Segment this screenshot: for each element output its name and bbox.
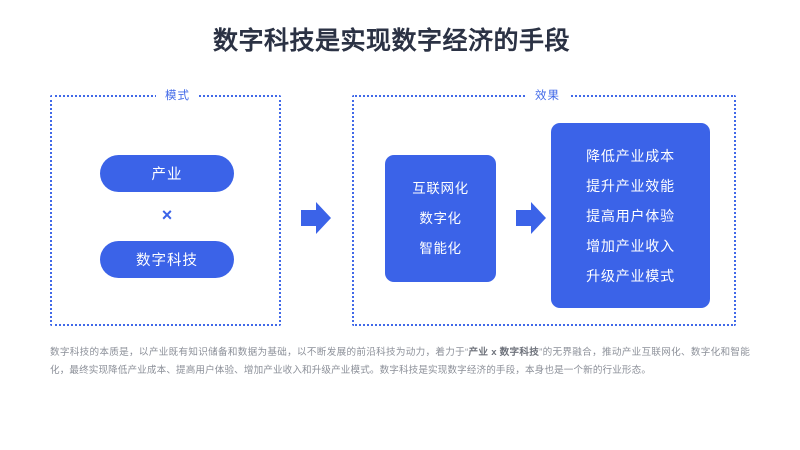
caption-emphasis: 产业 x 数字科技 (468, 347, 540, 358)
card-results-line: 增加产业收入 (586, 237, 675, 254)
card-results[interactable]: 降低产业成本 提升产业效能 提高用户体验 增加产业收入 升级产业模式 (551, 123, 710, 308)
caption-part-1: 数字科技的本质是，以产业既有知识储备和数据为基础，以不断发展的前沿科技为动力，着… (50, 347, 469, 358)
right-arrow-icon (297, 199, 335, 237)
card-results-line: 提升产业效能 (586, 177, 675, 194)
card-results-line: 提高用户体验 (586, 207, 675, 224)
group-label-mode: 模式 (156, 86, 199, 106)
right-arrow-icon (512, 199, 550, 237)
pill-industry-label: 产业 (151, 167, 183, 183)
footnote-caption: 数字科技的本质是，以产业既有知识储备和数据为基础，以不断发展的前沿科技为动力，着… (50, 344, 750, 379)
card-transformation-line: 智能化 (419, 240, 462, 256)
page-title: 数字科技是实现数字经济的手段 (213, 27, 571, 55)
multiply-icon: × (100, 200, 234, 230)
pill-digitech-label: 数字科技 (136, 253, 198, 269)
card-results-line: 降低产业成本 (586, 147, 675, 164)
group-box-mode: 模式 (50, 86, 281, 326)
multiply-glyph: × (161, 204, 173, 225)
card-transformation-line: 数字化 (419, 210, 462, 226)
card-transformation[interactable]: 互联网化 数字化 智能化 (385, 155, 496, 282)
card-transformation-line: 互联网化 (412, 180, 469, 196)
group-box-effect: 效果 (352, 86, 736, 326)
pill-industry[interactable]: 产业 (100, 155, 234, 192)
pill-digital-technology[interactable]: 数字科技 (100, 241, 234, 278)
group-label-effect: 效果 (526, 86, 569, 106)
caption-part-2: ”的无界融合，推动产业互联网化、数字化和智能化，最终实现降低产业成本、提高用户体… (50, 347, 750, 376)
card-results-line: 升级产业模式 (586, 267, 675, 284)
